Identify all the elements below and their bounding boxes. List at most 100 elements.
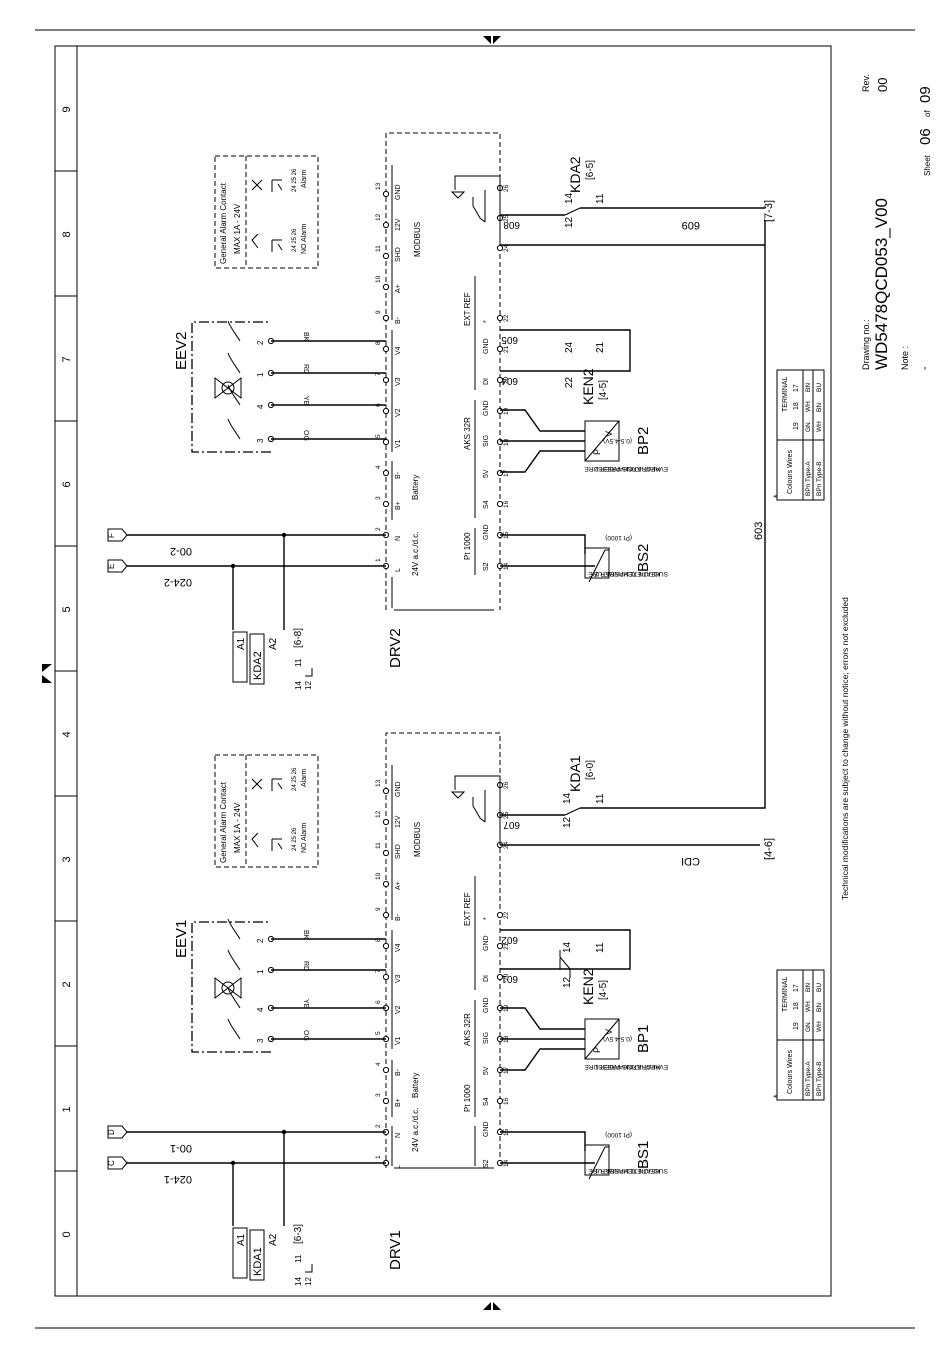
drv-terminal	[382, 283, 390, 291]
crossref-e: E	[107, 559, 128, 573]
drv2-alarm-bell-icon	[450, 191, 466, 199]
drv-terminal-label: A+	[395, 881, 402, 890]
kda1-contact-label: KDA1	[567, 755, 583, 792]
no-alarm-contact-icon	[271, 838, 283, 851]
drv1-alarm-bell-icon	[450, 791, 466, 799]
drv2-pt-label: Pt 1000	[463, 532, 472, 560]
drv-terminal-label: SHD	[395, 247, 402, 262]
note-value: -	[919, 366, 931, 370]
kda2-contact-label: KDA2	[567, 156, 583, 193]
ken2-2-ref: [4-5]	[598, 380, 609, 400]
drv-terminal	[382, 314, 390, 322]
drv-pin-number: 5	[375, 1031, 382, 1035]
svg-text:C: C	[107, 1160, 116, 1166]
drv-terminal	[382, 376, 390, 384]
eev-internal-lead	[227, 918, 241, 940]
drv-pin-number: 6	[375, 1000, 382, 1004]
drv-terminal	[496, 469, 504, 477]
colour-table-cell: WH	[816, 1021, 823, 1032]
contact-wiring: 601 602 12 14 11 KEN2 [4-5] 604 605 22 2…	[500, 156, 775, 1005]
pressure-p-letter: P	[592, 1047, 602, 1053]
sensor-desc3: (Pt 1000)	[605, 534, 632, 541]
drv-pin-number: 2	[375, 527, 382, 531]
drv-terminal-label: GND	[483, 997, 490, 1013]
colour-table-asterisk: *	[772, 1094, 782, 1098]
drv-terminal-label: V2	[395, 1005, 402, 1014]
kda1-pin14: 14	[562, 792, 573, 804]
colour-table-cell: WH	[805, 1001, 812, 1012]
eev2-name: EEV2	[173, 332, 190, 370]
kda2-pin11: 11	[595, 193, 606, 204]
disclaimer: Technical modifications are subject to c…	[840, 597, 850, 900]
drv-terminal	[496, 407, 504, 415]
drv-terminal	[382, 973, 390, 981]
alarm-pins: 24 25 26	[292, 168, 298, 192]
rev-value: 00	[875, 78, 890, 92]
drv2-group-separators	[391, 165, 476, 608]
svg-text:F: F	[107, 533, 116, 538]
alarm-box-rating: MAX 1A - 24V	[233, 203, 242, 254]
drv-terminal	[382, 818, 390, 826]
drv-pin-number: 8	[375, 341, 382, 345]
zone-label: 9	[61, 106, 73, 112]
no-alarm-pins: 24 25 26	[292, 827, 298, 851]
drv-terminal-label: B-	[395, 471, 402, 479]
colour-table-terminal: TERMINAL	[782, 977, 789, 1013]
drv-terminal	[382, 190, 390, 198]
drv-pin-number: 18	[503, 438, 510, 446]
eev-internal-lead	[227, 418, 241, 440]
eev2-valve-body	[214, 376, 242, 400]
colour-table-cell: WH	[816, 421, 823, 432]
drv-terminal-label: GND	[395, 184, 402, 200]
colour-table-cell: BN	[805, 983, 812, 992]
zone-label: 0	[61, 1231, 73, 1237]
colour-table-cell: BU	[816, 383, 823, 392]
sensor-desc2: EVAPORATING PRESSURE	[584, 465, 668, 472]
drv-terminal-label: S4	[483, 1097, 490, 1106]
drv-pin-number: 2	[375, 1124, 382, 1128]
colour-table-cell: BU	[816, 983, 823, 992]
drv-terminal-label: V3	[395, 974, 402, 983]
label-604: 604	[501, 375, 518, 386]
drv-pin-number: 12	[375, 213, 382, 221]
drv-terminal	[382, 849, 390, 857]
drv-pin-number: 12	[375, 810, 382, 818]
valve-wire-colour: YE	[302, 396, 309, 406]
eev-pin-number: 1	[256, 372, 265, 377]
colour-table-cell: BN	[816, 403, 823, 412]
drv-pin-number: 9	[375, 907, 382, 911]
coil-label: KDA2	[252, 651, 264, 680]
sensor-desc1: HEAT-EXCHANGER 1	[594, 1167, 660, 1174]
coil-pin11: 11	[294, 1254, 303, 1263]
drv-pin-number: 19	[503, 407, 510, 415]
center-mark-top-left	[483, 36, 491, 44]
zone-label: 8	[61, 231, 73, 237]
drv-terminal-label: 12V	[395, 815, 402, 828]
eev-pin-number: 1	[256, 969, 265, 974]
drv1-supply-label: 24V a.c./d.c.	[411, 1108, 420, 1152]
drv-terminal-label: GND	[483, 400, 490, 416]
no-alarm-contact-icon	[271, 239, 283, 252]
drv2-modbus-label: MODBUS	[413, 222, 422, 257]
zone-label: 2	[61, 981, 73, 987]
ken2-2-pin24: 24	[564, 341, 575, 353]
coil-a1-label: A1	[236, 1233, 247, 1246]
coil-label: KDA1	[252, 1247, 264, 1276]
drv-terminal	[382, 438, 390, 446]
colour-table-terminal: TERMINAL	[782, 377, 789, 413]
checkmark-icon	[251, 832, 259, 848]
drv-pin-number: 16	[503, 1097, 510, 1105]
colour-table-t17: 17	[793, 984, 800, 992]
drv-pin-number: 17	[503, 469, 510, 477]
drv2-aks-label: AKS 32R	[463, 417, 472, 450]
colour-table-cell: GN	[805, 422, 812, 432]
drv-terminal-label: V1	[395, 439, 402, 448]
drv-terminal-label: GND	[395, 781, 402, 797]
drv-terminal-label: S4	[483, 500, 490, 509]
label-601: 601	[501, 973, 518, 984]
drv-pin-number: 13	[375, 779, 382, 787]
